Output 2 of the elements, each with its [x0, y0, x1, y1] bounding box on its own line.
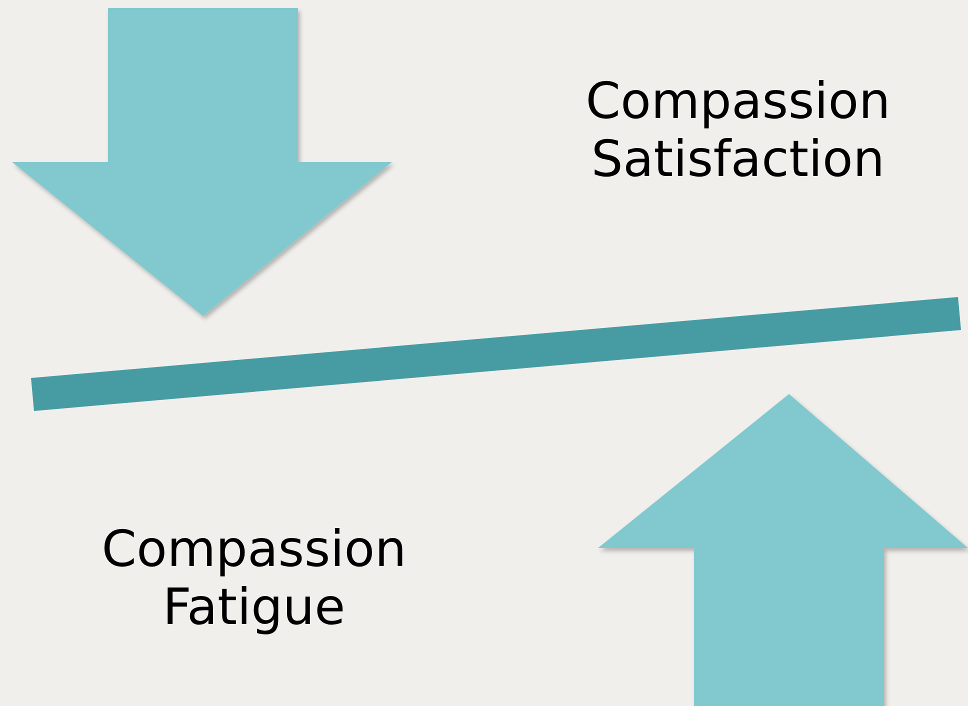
text-label: Compassion Fatigue — [100, 520, 408, 636]
text-label: Compassion Satisfaction — [584, 72, 892, 188]
